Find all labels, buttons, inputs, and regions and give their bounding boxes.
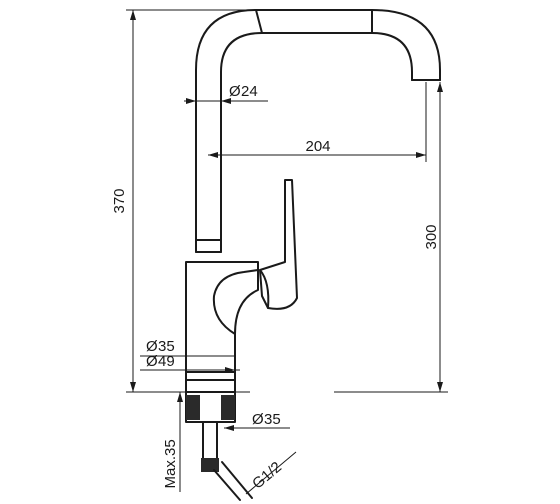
dim-24-arrow-left bbox=[186, 98, 196, 104]
svg-text:Ø: Ø bbox=[146, 338, 158, 355]
svg-text:Ø: Ø bbox=[252, 411, 264, 428]
mount-stud bbox=[202, 421, 218, 463]
label-370: 370 bbox=[111, 188, 128, 213]
mount-hatch-left bbox=[186, 395, 200, 420]
svg-text:24: 24 bbox=[241, 83, 258, 100]
base-flange bbox=[185, 371, 236, 393]
dim-204-arrow-right bbox=[416, 152, 426, 158]
dim-35-mount-arrow bbox=[224, 425, 234, 431]
svg-text:35: 35 bbox=[158, 338, 175, 355]
aerator-lower bbox=[411, 71, 441, 81]
dim-49-arrow-right bbox=[225, 367, 235, 373]
label-204: 204 bbox=[305, 138, 330, 155]
mount-hatch-right bbox=[221, 395, 235, 420]
spout-inner bbox=[220, 32, 413, 253]
label-g12: G1/2 bbox=[249, 459, 285, 493]
body-inner-curve bbox=[212, 269, 259, 335]
svg-text:35: 35 bbox=[264, 411, 281, 428]
mount-stud-nut bbox=[201, 458, 219, 472]
dim-300-arrow-top bbox=[437, 82, 443, 92]
lever-handle bbox=[259, 179, 298, 310]
svg-text:49: 49 bbox=[158, 353, 175, 370]
svg-text:35: 35 bbox=[162, 439, 179, 456]
dim-max35-arrow bbox=[177, 392, 183, 402]
lever-handle-inner bbox=[259, 269, 270, 309]
label-d49: Ø 49 bbox=[146, 353, 175, 370]
supply-hose bbox=[213, 461, 253, 501]
label-d35-mount: Ø 35 bbox=[252, 411, 281, 428]
label-max35: Max. 35 bbox=[162, 439, 179, 488]
dim-204-arrow-left bbox=[208, 152, 218, 158]
dimension-lines bbox=[126, 9, 448, 495]
faucet-outline bbox=[172, 9, 441, 501]
label-300: 300 bbox=[423, 224, 440, 249]
svg-text:Ø: Ø bbox=[146, 353, 158, 370]
svg-text:Max.: Max. bbox=[162, 456, 179, 489]
dimension-labels: 370 300 204 Ø 24 Ø 35 Ø 49 Ø 35 Max. 35 … bbox=[111, 83, 440, 493]
dim-g12-line bbox=[245, 451, 297, 495]
spout-collar bbox=[195, 239, 222, 253]
dim-370-arrow-bot bbox=[130, 382, 136, 392]
dim-370-arrow-top bbox=[130, 10, 136, 20]
spout-outer bbox=[195, 9, 441, 253]
dim-24-arrow-right bbox=[221, 98, 231, 104]
svg-text:Ø: Ø bbox=[229, 83, 241, 100]
spout-joint-1 bbox=[255, 9, 263, 34]
label-d35-body: Ø 35 bbox=[146, 338, 175, 355]
dim-300-arrow-bot bbox=[437, 382, 443, 392]
label-d24: Ø 24 bbox=[229, 83, 258, 100]
faucet-body bbox=[185, 261, 259, 373]
